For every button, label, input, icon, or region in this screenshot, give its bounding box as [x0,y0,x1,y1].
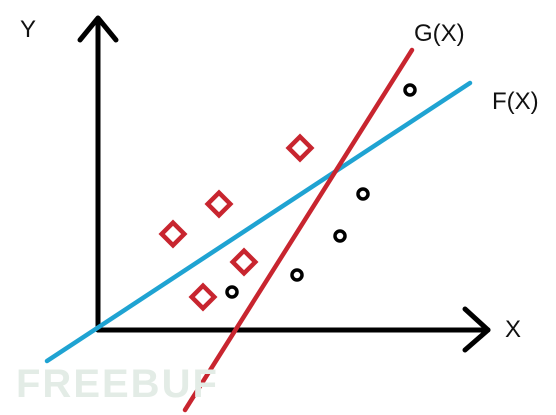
circle-marker [290,268,304,282]
x-axis-label: X [505,316,522,343]
diamond-markers [158,133,315,312]
line-f [44,80,473,364]
y-axis-arrow [77,15,119,43]
x-axis-arrow [462,306,491,353]
circle-marker [356,187,370,201]
diamond-marker [158,219,188,249]
diamond-marker [229,247,259,277]
diamond-marker [285,133,315,163]
circle-marker [225,285,239,299]
diamond-marker [204,189,234,219]
y-axis-label: Y [20,16,37,43]
line-f-label: F(X) [492,88,539,115]
circle-marker [403,83,417,97]
circle-marker [333,229,347,243]
watermark-logo: FREEBUF [16,362,219,406]
diamond-marker [188,282,218,312]
line-g-label: G(X) [414,20,465,47]
line-g [182,47,415,413]
circle-markers [225,83,417,299]
